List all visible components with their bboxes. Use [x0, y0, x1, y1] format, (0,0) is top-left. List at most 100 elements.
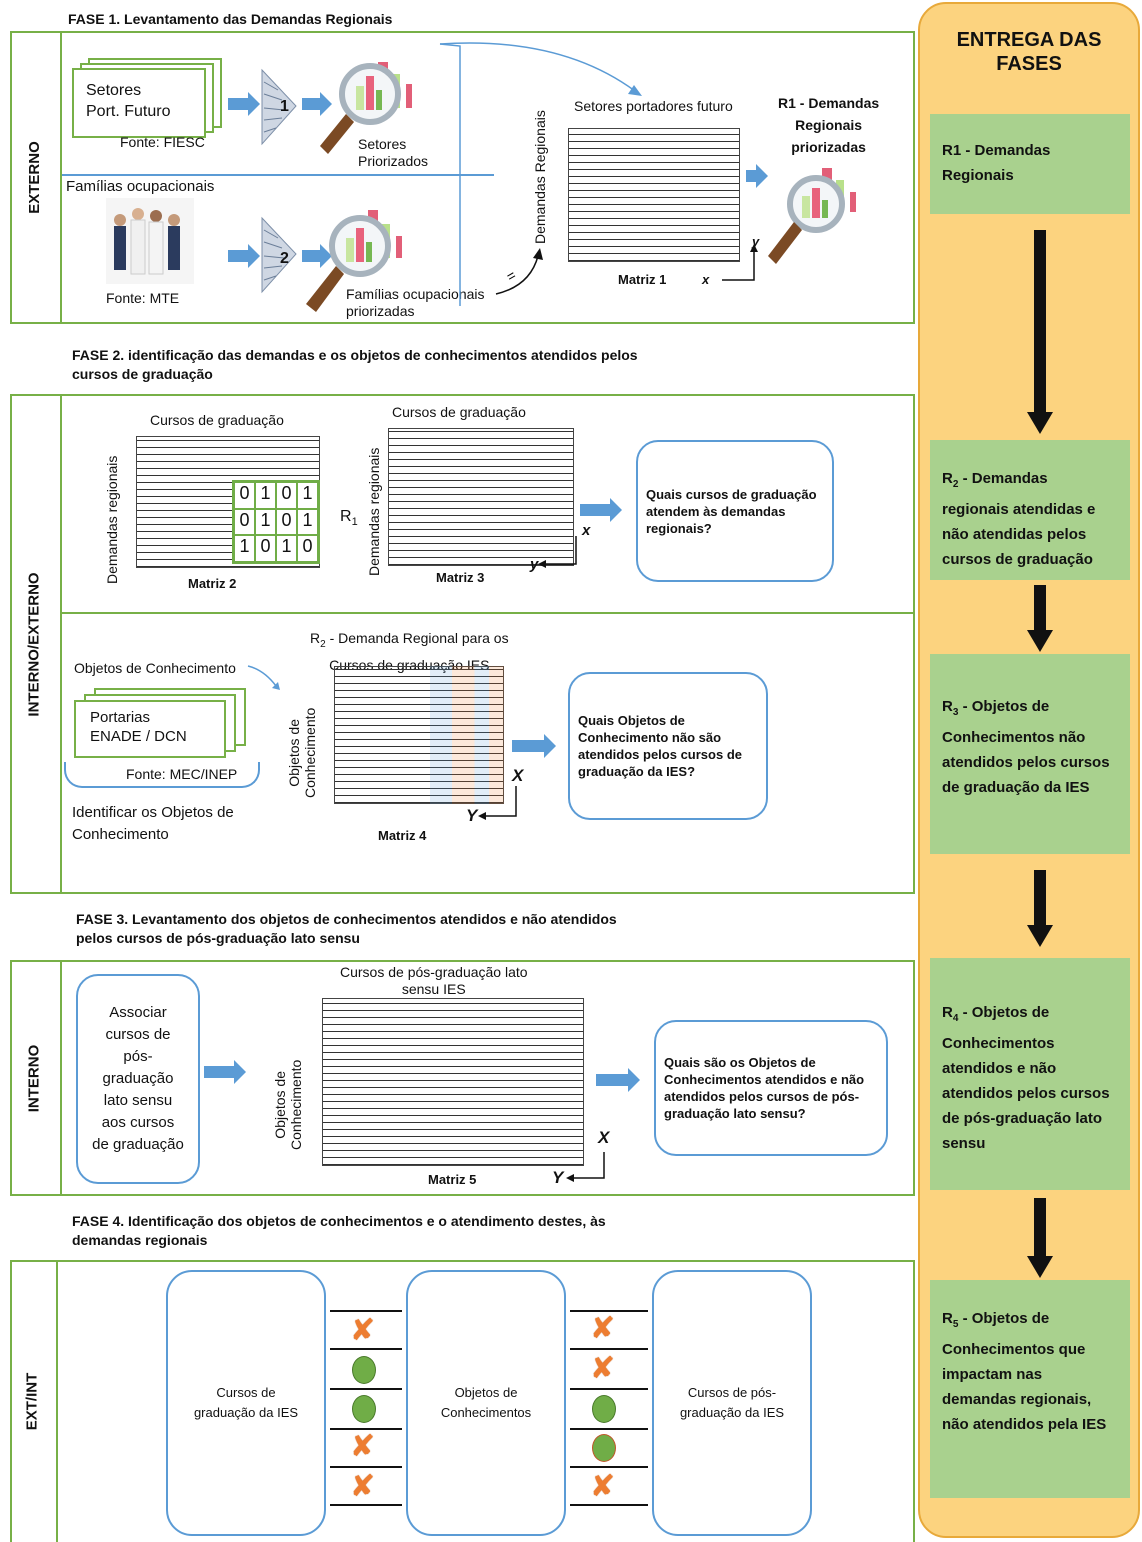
- x-mark-icon: ✘: [350, 1469, 376, 1504]
- familias-label: Famílias ocupacionais: [66, 178, 215, 195]
- bin-cell: 0: [234, 482, 255, 509]
- arrow-obj-curve: [247, 665, 280, 690]
- x-mark-icon: ✘: [350, 1429, 376, 1464]
- matrix-4: [334, 666, 504, 804]
- phase4-side-label: EXT/INT: [23, 1372, 41, 1430]
- delivery-r4: R4 - Objetos de Conhecimentos atendidos …: [930, 958, 1130, 1190]
- r1-symbol: R1: [340, 508, 358, 529]
- phase2-mid-line: [60, 612, 915, 614]
- green-circle-icon: [352, 1356, 376, 1384]
- matrix4-highlight: [430, 666, 504, 804]
- matrix3-side-label: Demandas regionais: [366, 447, 382, 576]
- connector-line: [570, 1388, 648, 1390]
- x-mark-icon: ✘: [590, 1469, 616, 1504]
- axis-y-2: y: [530, 556, 539, 573]
- matrix2-side-label: Demandas regionais: [104, 455, 120, 584]
- bin-cell: 0: [255, 535, 276, 562]
- x-mark-icon: ✘: [590, 1351, 616, 1386]
- matrix-5: [322, 998, 584, 1166]
- phase3-divider: [60, 960, 62, 1196]
- bin-cell: 1: [297, 508, 318, 536]
- axis-xy-3: [478, 786, 517, 820]
- matrix1-side-label: Demandas Regionais: [532, 110, 548, 244]
- delivery-arrows: [1027, 230, 1053, 1278]
- axis-x-1: x: [702, 272, 710, 287]
- arrow-p1-d: [302, 244, 332, 268]
- bin-cell: 1: [234, 535, 255, 562]
- bin-cell: 1: [297, 482, 318, 509]
- matrix1-top-label: Setores portadores futuro: [574, 98, 733, 114]
- bin-cell: 1: [276, 535, 297, 562]
- phase4-title: FASE 4. Identificação dos objetos de con…: [72, 1213, 606, 1248]
- box-cursos-pos-graduacao: Cursos de pós-graduação da IES: [652, 1270, 812, 1536]
- matrix5-name: Matriz 5: [428, 1172, 477, 1187]
- connector-line: [330, 1348, 402, 1350]
- axis-xy-2: [538, 536, 577, 568]
- connector-line: [330, 1310, 402, 1312]
- arrow-p1-b: [302, 92, 332, 116]
- question-box-3: Quais são os Objetos de Conhecimentos at…: [654, 1020, 888, 1156]
- deliveries-header: ENTREGA DAS FASES: [956, 29, 1102, 75]
- source-fiesc: Fonte: FIESC: [120, 134, 205, 150]
- connector-line: [330, 1504, 402, 1506]
- matrix3-name: Matriz 3: [436, 570, 485, 585]
- x-mark-icon: ✘: [350, 1313, 376, 1348]
- matrix4-name: Matriz 4: [378, 828, 427, 843]
- question-box-2: Quais Objetos de Conhecimento não são at…: [568, 672, 768, 820]
- matrix1-name: Matriz 1: [618, 272, 667, 287]
- phase1-title: FASE 1. Levantamento das Demandas Region…: [68, 11, 393, 27]
- phase2-title: FASE 2. identificação das demandas e os …: [72, 347, 638, 382]
- bin-cell: 0: [276, 508, 297, 536]
- svg-text:=: =: [504, 267, 519, 285]
- connector-line: [570, 1310, 648, 1312]
- connector-line: [570, 1348, 648, 1350]
- axis-xy-4: [566, 1152, 605, 1182]
- connector-line: [570, 1428, 648, 1430]
- phase2-divider: [60, 394, 62, 894]
- delivery-r3: R3 - Objetos de Conhecimentos não atendi…: [930, 654, 1130, 854]
- connector-line: [570, 1466, 648, 1468]
- matrix-1: [568, 128, 740, 262]
- delivery-r1: R1 - Demandas Regionais: [930, 114, 1130, 214]
- axis-x-2: x: [582, 522, 591, 539]
- step-1: 1: [280, 98, 289, 115]
- axis-xy-1: [722, 244, 758, 281]
- phase1-inner-line: [62, 174, 494, 176]
- bin-cell: 0: [234, 508, 255, 536]
- phase3-side-label: INTERNO: [25, 1044, 43, 1112]
- magnifier-chart-icon-1: [320, 62, 412, 154]
- phase2-side-label: INTERNO/EXTERNO: [25, 571, 43, 717]
- x-mark-icon: ✘: [590, 1311, 616, 1346]
- phase1-side-label: EXTERNO: [25, 141, 43, 214]
- bracket: [64, 762, 260, 788]
- connector-line: [330, 1428, 402, 1430]
- green-circle-icon: [352, 1395, 376, 1423]
- matrix3-top-label: Cursos de graduação: [392, 404, 526, 420]
- connector-line: [570, 1504, 648, 1506]
- arrow-p2-a: [580, 498, 622, 522]
- phase3-title: FASE 3. Levantamento dos objetos de conh…: [76, 911, 617, 946]
- source-mte: Fonte: MTE: [106, 290, 180, 306]
- binary-grid: 0 1 0 1 0 1 0 1 1 0 1 0: [232, 480, 320, 564]
- bin-cell: 0: [276, 482, 297, 509]
- funnel-icon-2: [261, 216, 297, 294]
- professionals-image: [106, 198, 194, 284]
- box-cursos-graduacao: Cursos de graduação da IES: [166, 1270, 326, 1536]
- arrow-p3-b: [596, 1068, 640, 1092]
- phase1-divider: [60, 31, 62, 324]
- arrow-p3-a: [204, 1060, 246, 1084]
- funnel-icon-1: [261, 68, 297, 146]
- bin-cell: 1: [255, 482, 276, 509]
- green-circle-icon: [592, 1434, 616, 1462]
- magnifier-chart-icon-2: [306, 210, 402, 312]
- axis-y-1: y: [752, 234, 760, 249]
- arrow-p1-e: [746, 164, 768, 188]
- box-objetos-conhecimentos: Objetos de Conhecimentos: [406, 1270, 566, 1536]
